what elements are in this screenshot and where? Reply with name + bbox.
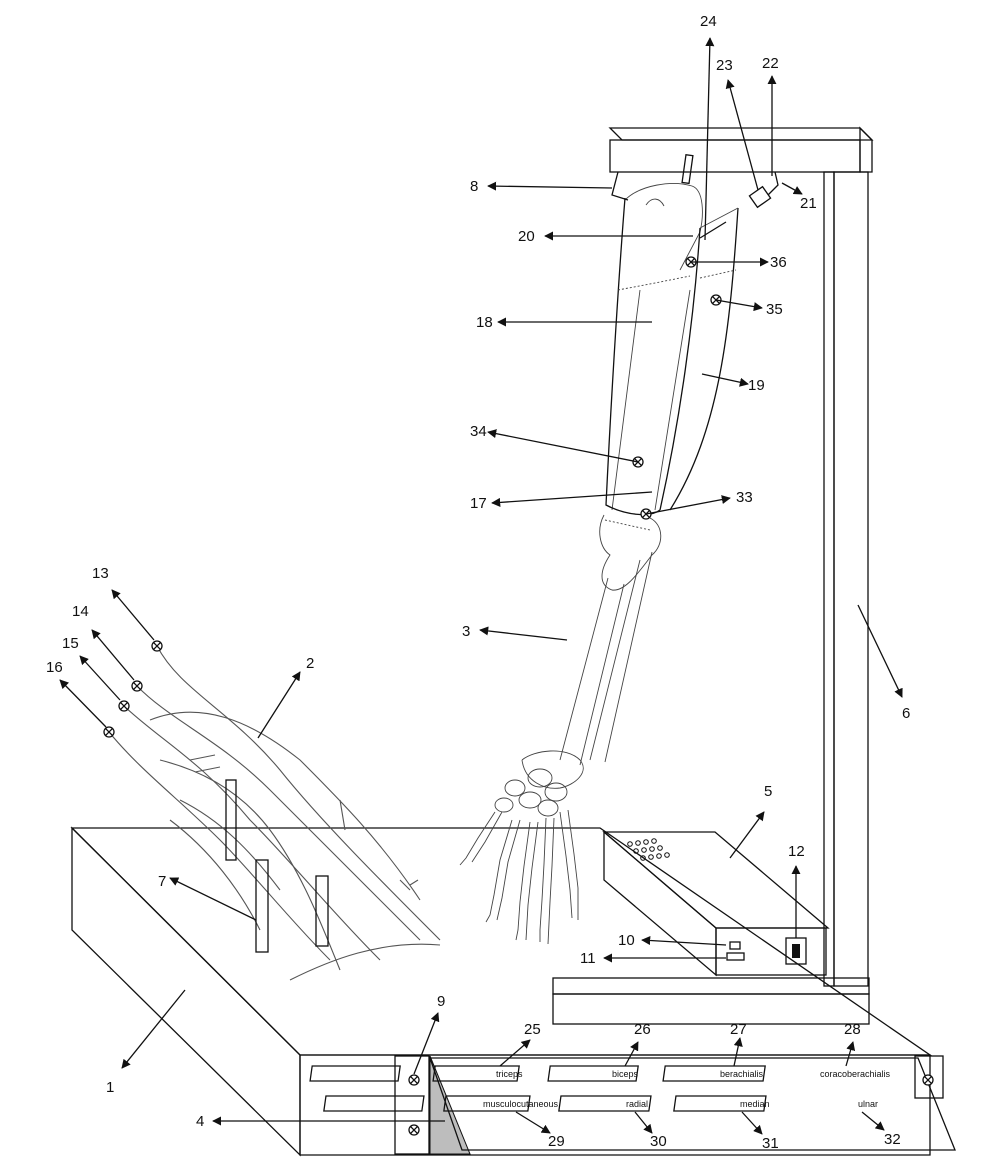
plate-label-median: median [740,1099,770,1109]
callout-19: 19 [748,377,765,394]
plate-label-musculocutaneous: musculocutaneous [483,1099,559,1109]
callout-22: 22 [762,55,779,72]
callout-32: 32 [884,1131,901,1148]
finger-bones [459,809,579,945]
speaker-grille [627,838,670,861]
callout-4: 4 [196,1113,204,1130]
callout-25: 25 [524,1021,541,1038]
callout-31: 31 [762,1135,779,1152]
callout-18: 18 [476,314,493,331]
callout-3: 3 [462,623,470,640]
nerve-model [108,645,441,981]
plate-label-radial: radial [626,1099,648,1109]
leader-lines [59,37,903,1135]
callout-30: 30 [650,1133,667,1150]
callout-1: 1 [106,1079,114,1096]
arm-skeleton [459,183,703,945]
callout-8: 8 [470,178,478,195]
base-side-panel [394,1055,430,1155]
callout-10: 10 [618,932,635,949]
plate-label-biceps: biceps [612,1069,639,1079]
plate-label-boxes [309,1065,767,1112]
upper-arm-muscles [604,197,739,531]
label-plate [429,1057,956,1151]
callout-26: 26 [634,1021,651,1038]
callout-36: 36 [770,254,787,271]
stand-foot [552,993,870,1025]
callout-2: 2 [306,655,314,672]
callout-11: 11 [580,950,596,967]
callout-24: 24 [700,13,717,30]
callout-14: 14 [72,603,89,620]
callout-34: 34 [470,423,487,440]
callout-27: 27 [730,1021,747,1038]
control-box [602,830,830,977]
callout-35: 35 [766,301,783,318]
plate-label-coracobrachialis: coracoberachialis [820,1069,891,1079]
callout-13: 13 [92,565,109,582]
callout-21: 21 [800,195,817,212]
callout-17: 17 [470,495,487,512]
nerve-support-posts [225,779,329,953]
callout-33: 33 [736,489,753,506]
plate-label-brachialis: berachialis [720,1069,764,1079]
callout-12: 12 [788,843,805,860]
callout-20: 20 [518,228,535,245]
callout-28: 28 [844,1021,861,1038]
callout-5: 5 [764,783,772,800]
electrode-marks [103,256,934,1136]
indicator-light [729,941,741,950]
callout-7: 7 [158,873,166,890]
callout-15: 15 [62,635,79,652]
callout-29: 29 [548,1133,565,1150]
callout-16: 16 [46,659,63,676]
callout-9: 9 [437,993,445,1010]
callout-6: 6 [902,705,910,722]
plate-label-triceps: triceps [496,1069,523,1079]
callout-23: 23 [716,57,733,74]
input-port [726,952,745,961]
stand-pillar [833,171,869,987]
suspension-hooks [611,153,779,239]
plate-label-ulnar: ulnar [858,1099,878,1109]
stand-frame [552,126,874,1025]
carpal-bones [494,768,568,817]
